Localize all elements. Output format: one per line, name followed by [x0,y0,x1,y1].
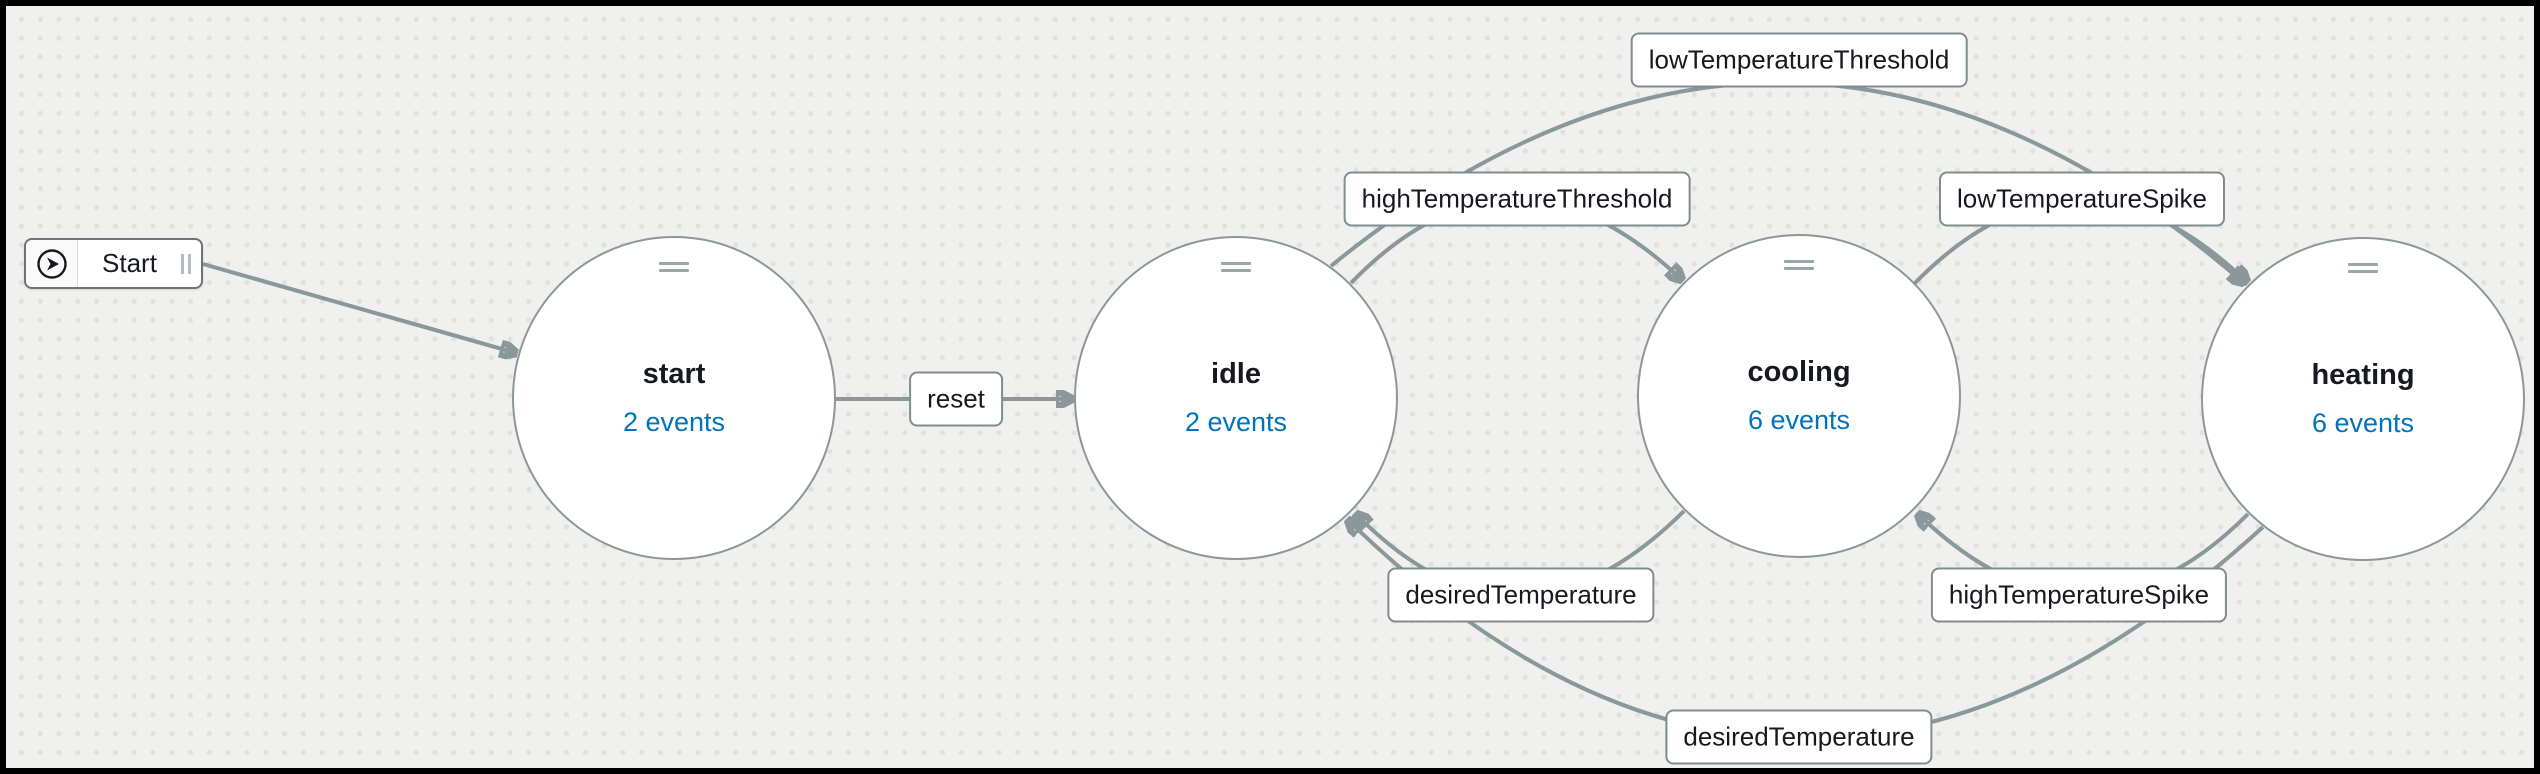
transition-label-reset[interactable]: reset [909,371,1003,427]
edge-start-trigger [202,262,516,353]
state-events-link[interactable]: 6 events [1747,405,1851,435]
state-node-idle[interactable]: idle 2 events [1074,236,1398,560]
transition-label-desired-temperature-heating[interactable]: desiredTemperature [1665,709,1933,765]
transition-label-high-temperature-threshold[interactable]: highTemperatureThreshold [1343,171,1691,227]
state-events-link[interactable]: 2 events [1184,407,1288,437]
drag-grip-icon[interactable] [181,253,201,274]
drag-handle-icon[interactable] [2348,259,2378,277]
drag-handle-icon[interactable] [659,258,689,276]
transition-label-high-temperature-spike[interactable]: highTemperatureSpike [1930,567,2228,623]
state-node-start[interactable]: start 2 events [512,236,836,560]
transition-label-low-temperature-spike[interactable]: lowTemperatureSpike [1938,171,2226,227]
drag-handle-icon[interactable] [1784,256,1814,274]
drag-handle-icon[interactable] [1221,258,1251,276]
state-events-link[interactable]: 6 events [2311,408,2415,438]
state-node-heating[interactable]: heating 6 events [2201,237,2525,561]
start-label: Start [102,248,157,278]
state-node-cooling[interactable]: cooling 6 events [1637,234,1961,558]
transition-label-desired-temperature-cooling[interactable]: desiredTemperature [1387,567,1655,623]
start-trigger-node[interactable]: Start [24,238,203,289]
state-name: heating [2311,359,2415,391]
state-name: idle [1211,358,1261,390]
state-name: cooling [1747,356,1851,388]
state-events-link[interactable]: 2 events [622,407,726,437]
play-circle-icon [26,240,78,287]
transition-label-low-temperature-threshold[interactable]: lowTemperatureThreshold [1630,32,1968,88]
state-name: start [642,358,706,390]
